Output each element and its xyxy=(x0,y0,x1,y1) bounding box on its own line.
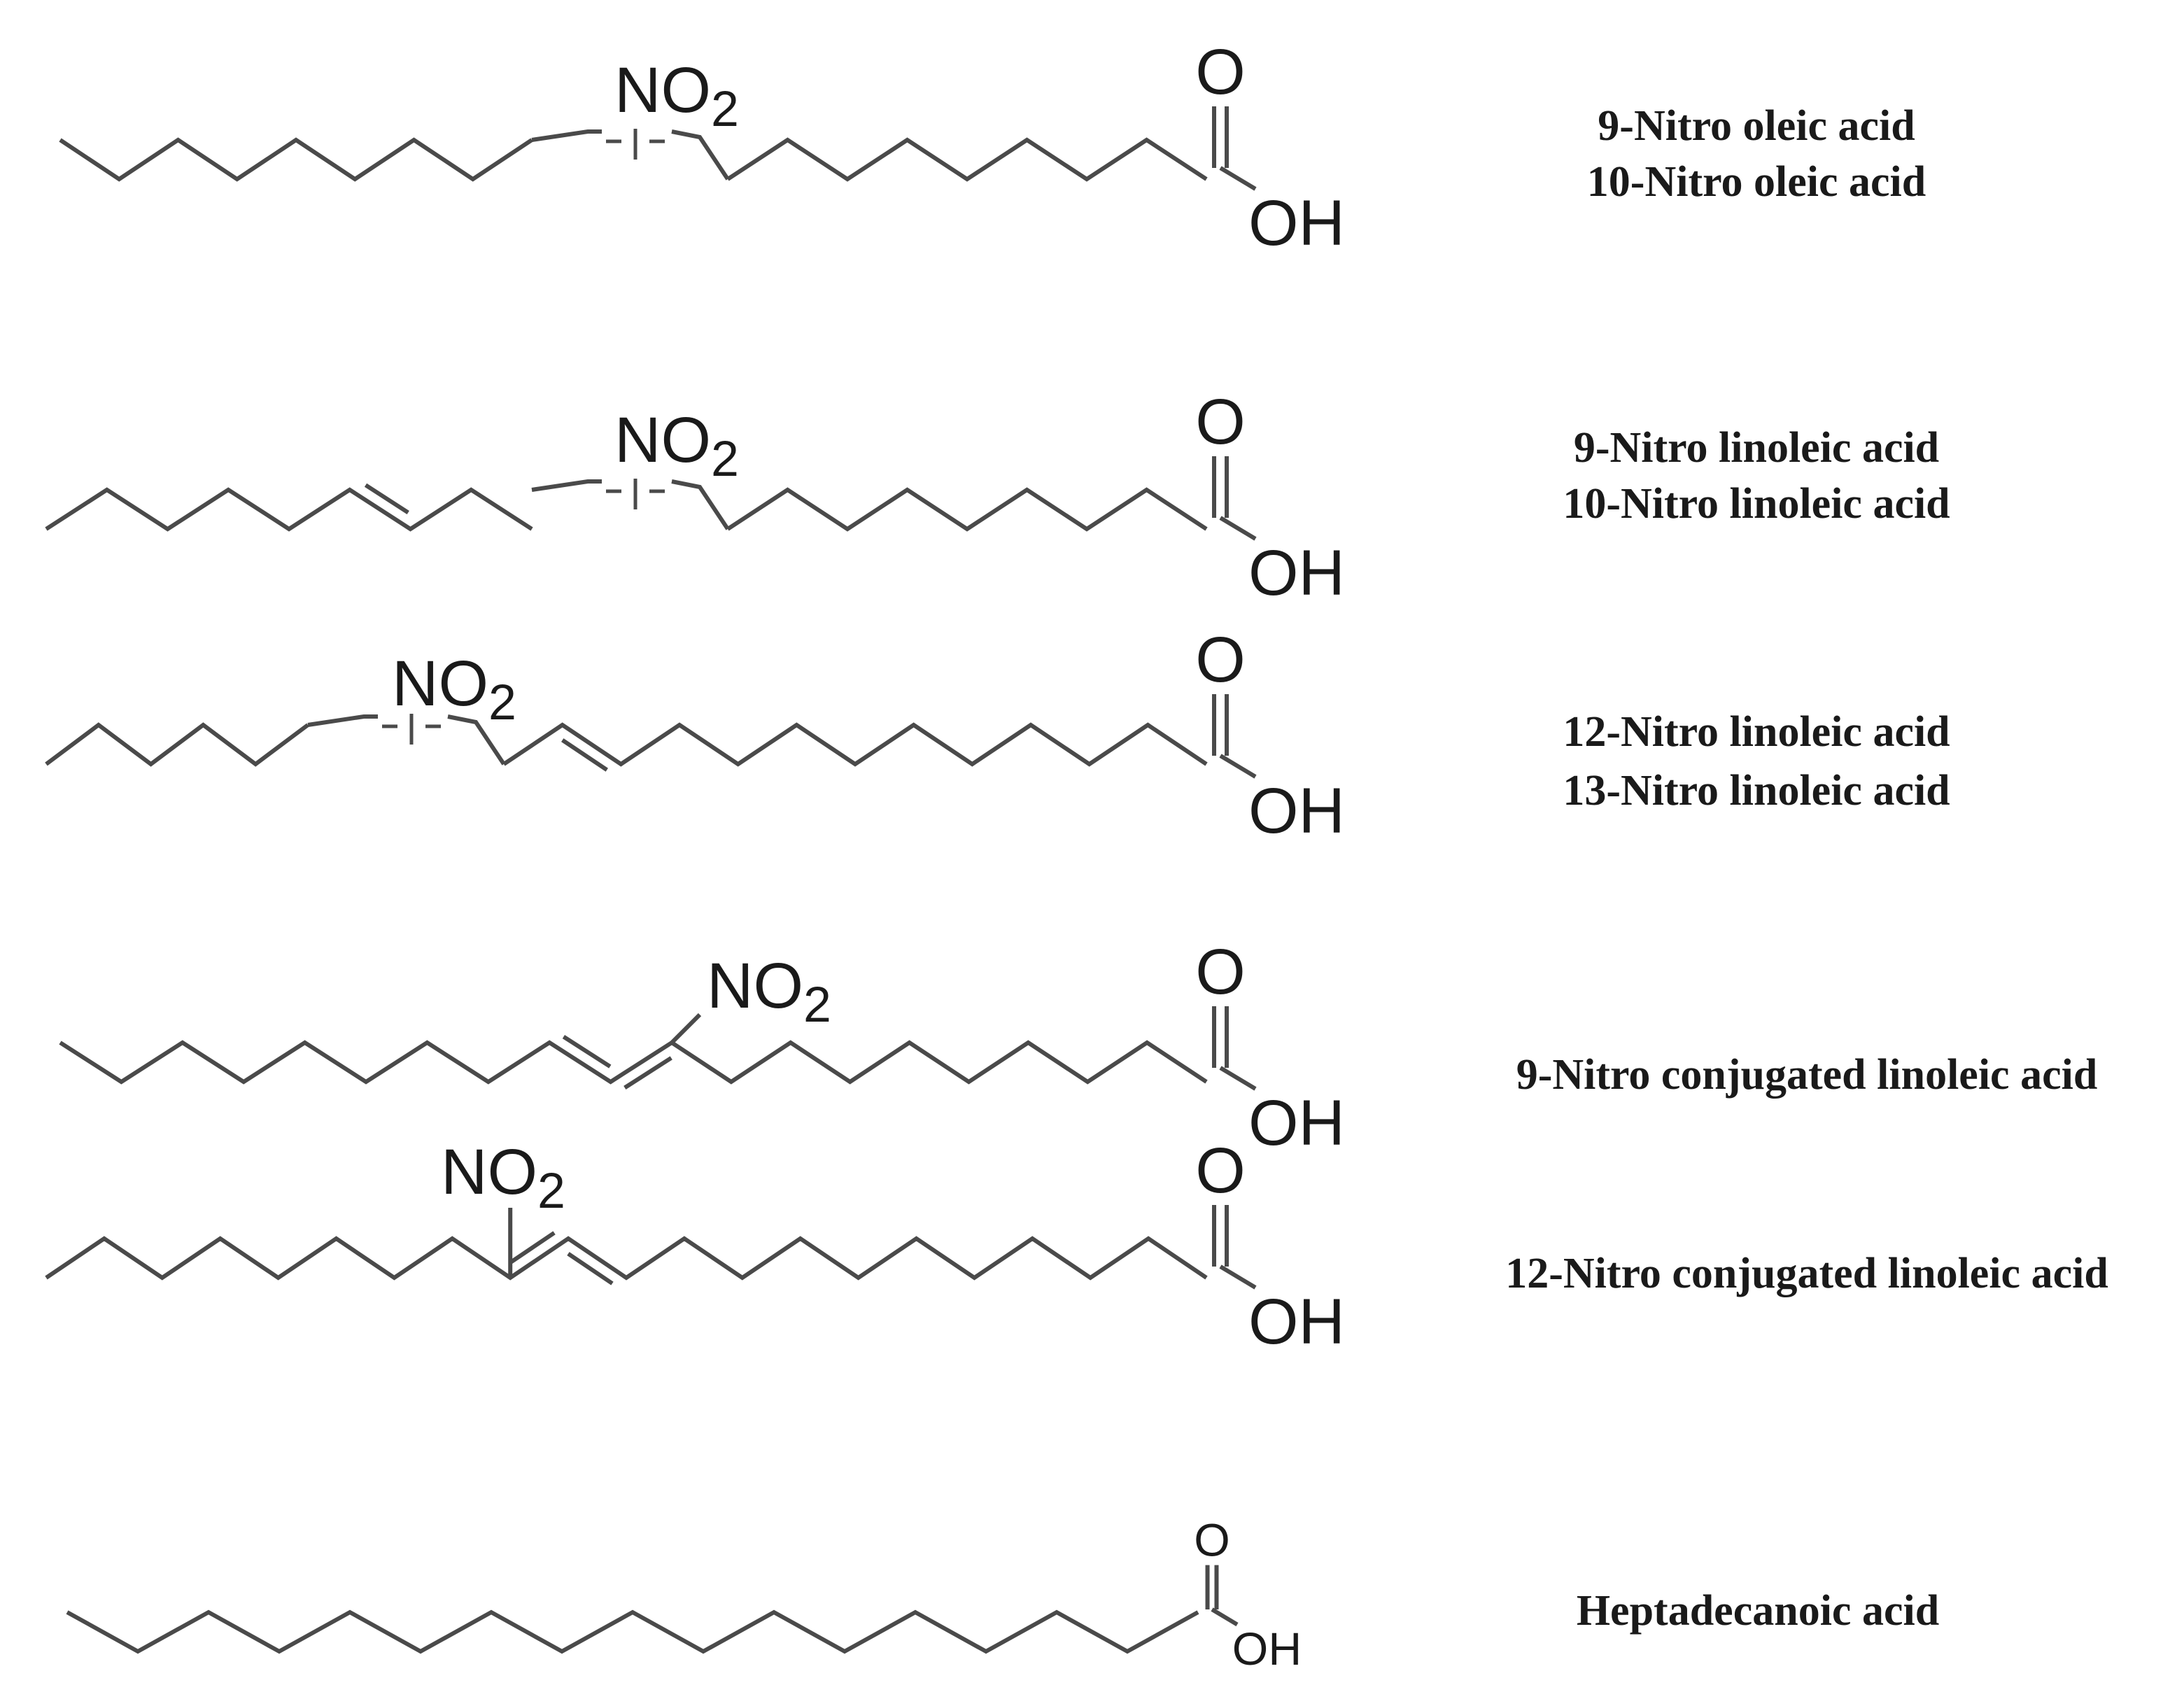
trans-double-bond-line xyxy=(562,1035,612,1069)
nitro-group-subscript: 2 xyxy=(711,81,739,137)
nitro-bond-line xyxy=(670,1013,702,1045)
compound-name-label: 10-Nitro oleic acid xyxy=(1587,158,1926,206)
nitro-group-label: NO2 xyxy=(441,1136,565,1219)
chain-link-line xyxy=(531,479,602,492)
chain-link-line-2 xyxy=(671,129,730,181)
chain-line xyxy=(66,1609,1199,1654)
nitro-group-no-text: NO xyxy=(614,55,711,126)
nitro-group-subscript: 2 xyxy=(488,675,516,731)
carbonyl-oxygen-label: O xyxy=(1194,1515,1230,1567)
chain-link-line-2 xyxy=(447,714,506,766)
nitro-group-subscript: 2 xyxy=(537,1163,565,1219)
chain-left-line xyxy=(45,722,309,767)
compound-name-label: 13-Nitro linoleic acid xyxy=(1563,767,1950,815)
nitro-group-no-text: NO xyxy=(707,950,803,1022)
nitro-group-subscript: 2 xyxy=(803,977,831,1033)
chain-right-line xyxy=(502,722,1208,767)
hydroxyl-label: OH xyxy=(1248,1087,1345,1159)
chain-right-line xyxy=(726,487,1208,532)
compound-name-label: 12-Nitro conjugated linoleic acid xyxy=(1505,1250,2108,1297)
hydroxyl-label: OH xyxy=(1232,1623,1302,1675)
cis-double-bond-line xyxy=(561,738,608,772)
carbonyl-oxygen-label: O xyxy=(1195,36,1246,108)
nitro-group-label: NO2 xyxy=(392,648,516,731)
hydroxyl-bond-line xyxy=(1219,1264,1257,1290)
chain-left-line xyxy=(59,1040,673,1085)
chain-left-line xyxy=(59,137,533,182)
chain-right-line xyxy=(726,137,1208,182)
cis-double-bond-line xyxy=(364,483,409,514)
hydroxyl-label: OH xyxy=(1248,1286,1345,1358)
carbonyl-oxygen-label: O xyxy=(1195,936,1246,1008)
carbonyl-oxygen-label: O xyxy=(1195,386,1246,458)
trans-double-bond-line xyxy=(509,1231,556,1264)
compound-name-label: 9-Nitro oleic acid xyxy=(1598,102,1915,150)
nitro-group-label: NO2 xyxy=(707,950,831,1033)
hydroxyl-bond-line xyxy=(1219,166,1257,191)
chain-link-line xyxy=(307,714,378,727)
compound-name-label: 9-Nitro linoleic acid xyxy=(1574,424,1939,472)
hydroxyl-label: OH xyxy=(1248,775,1345,847)
nitro-group-label: NO2 xyxy=(614,55,739,137)
compound-name-label: 10-Nitro linoleic acid xyxy=(1563,480,1950,528)
cis-double-bond-line xyxy=(567,1252,614,1285)
hydroxyl-bond-line xyxy=(1219,516,1257,541)
chain-right-line xyxy=(670,1040,1208,1085)
hydroxyl-label: OH xyxy=(1248,188,1345,259)
hydroxyl-bond-line xyxy=(1219,754,1257,779)
nitro-group-no-text: NO xyxy=(392,648,488,719)
chain-left-line xyxy=(45,487,533,532)
chain-line xyxy=(45,1236,1208,1281)
nitro-group-label: NO2 xyxy=(614,404,739,487)
chain-link-line-2 xyxy=(671,479,730,530)
carbonyl-oxygen-label: O xyxy=(1195,624,1246,696)
compound-name-label: Heptadecanoic acid xyxy=(1577,1587,1939,1635)
hydroxyl-label: OH xyxy=(1248,537,1345,609)
compound-name-label: 12-Nitro linoleic acid xyxy=(1563,708,1950,756)
chain-link-line xyxy=(531,129,602,142)
cis-double-bond-line xyxy=(624,1056,672,1090)
hydroxyl-bond-line xyxy=(1219,1066,1257,1091)
compound-name-label: 9-Nitro conjugated linoleic acid xyxy=(1516,1051,2098,1099)
hydroxyl-bond-line xyxy=(1211,1607,1239,1627)
carbonyl-oxygen-label: O xyxy=(1195,1135,1246,1206)
nitro-group-subscript: 2 xyxy=(711,431,739,487)
nitro-group-no-text: NO xyxy=(441,1136,537,1208)
nitro-group-no-text: NO xyxy=(614,404,711,476)
